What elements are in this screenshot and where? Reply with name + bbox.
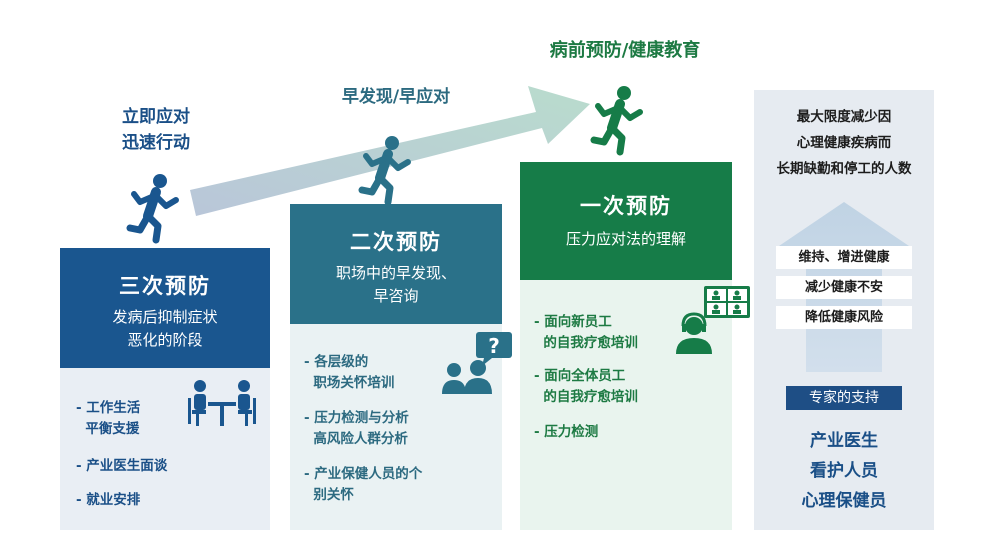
item-line: - 压力检测 [534,424,599,440]
item-line: - 各层级的 [304,354,369,370]
online-training-icon [676,286,750,354]
runner-icon [590,86,643,156]
item-line: - 产业保健人员的个 [304,466,423,482]
support-label: 专家的支持 [786,386,902,410]
outcome-box: 减少健康不安 [776,276,912,299]
item-line: 的自我疗愈培训 [534,335,638,351]
outcome-box: 降低健康风险 [776,306,912,329]
item-line: - 工作生活 [76,400,141,416]
item-line: - 面向全体员工 [534,368,626,384]
runner-icon [126,174,179,244]
goal-text: 最大限度减少因 心理健康疾病而 长期缺勤和停工的人数 [754,104,934,182]
primary-header: 一次预防 压力应对法的理解 [520,162,732,280]
item-line: - 产业医生面谈 [76,458,168,474]
goal-line: 最大限度减少因 [796,109,892,125]
meeting-icon [188,380,256,426]
item-line: - 压力检测与分析 [304,410,409,426]
label-line: 迅速行动 [122,133,190,153]
item-line: 高风险人群分析 [304,431,408,447]
list-item: - 工作生活 平衡支援 [76,398,140,440]
expert-item: 产业医生 [810,431,878,451]
primary-title: 一次预防 [580,194,672,218]
list-item: - 压力检测 [534,422,598,443]
tertiary-title: 三次预防 [119,274,211,298]
item-line: 职场关怀培训 [304,375,395,391]
tertiary-subtitle: 恶化的阶段 [127,331,203,349]
item-line: 别关怀 [304,487,354,503]
primary-stage-label: 病前预防/健康教育 [549,40,701,61]
item-line: 平衡支援 [76,421,140,437]
secondary-title: 二次预防 [350,230,442,254]
svg-text:?: ? [488,334,500,358]
item-line: 的自我疗愈培训 [534,389,638,405]
list-item: - 各层级的 职场关怀培训 [304,352,394,394]
tertiary-subtitle: 发病后抑制症状 [112,308,218,326]
list-item: - 面向新员工 的自我疗愈培训 [534,312,638,354]
item-line: - 面向新员工 [534,314,612,330]
secondary-subtitle: 职场中的早发现、 [335,264,456,282]
runner-icon [358,136,411,206]
list-item: - 压力检测与分析 高风险人群分析 [304,408,409,450]
secondary-stage-label: 早发现/早应对 [341,87,451,107]
list-item: - 产业医生面谈 [76,456,167,477]
expert-item: 心理保健员 [801,491,887,511]
secondary-header: 二次预防 职场中的早发现、 早咨询 [290,204,502,324]
list-item: - 面向全体员工 的自我疗愈培训 [534,366,638,408]
list-item: - 就业安排 [76,490,140,511]
secondary-subtitle: 早咨询 [373,287,419,305]
item-line: - 就业安排 [76,492,141,508]
consultation-icon: ? [442,332,512,394]
list-item: - 产业保健人员的个 别关怀 [304,464,422,506]
tertiary-header: 三次预防 发病后抑制症状 恶化的阶段 [60,248,270,368]
goal-line: 心理健康疾病而 [796,135,892,151]
label-line: 立即应对 [122,107,190,127]
tertiary-stage-label: 立即应对 迅速行动 [96,104,216,156]
expert-item: 看护人员 [810,461,878,481]
outcome-box: 维持、增进健康 [776,246,912,269]
goal-line: 长期缺勤和停工的人数 [776,161,912,177]
primary-subtitle: 压力应对法的理解 [565,230,686,248]
expert-list: 产业医生 看护人员 心理保健员 [754,426,934,516]
